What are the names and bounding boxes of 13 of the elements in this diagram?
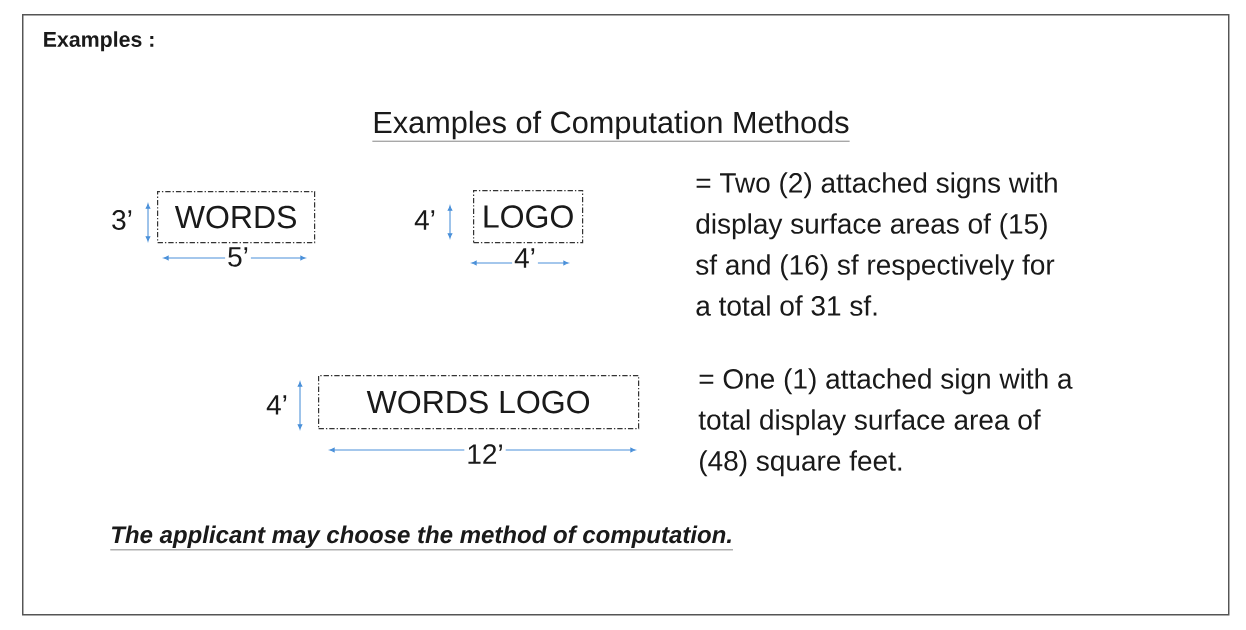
dimension-label: 3’ [109,208,135,232]
description-text: = One (1) attached sign with a total display surface area of (48) square feet. [698,368,1073,477]
note-text: The applicant may choose the method of computation. [110,525,734,551]
dimension-label: 12’ [464,442,506,466]
title: Examples of Computation Methods [372,110,850,142]
dimension-label: 4’ [264,393,290,417]
sign-box: LOGO [473,190,584,244]
description-text: = Two (2) attached signs with display surface areas of (15) sf and (16) sf respectively for a total of 31 sf. [696,172,1057,316]
sign-box: WORDS [157,191,316,244]
sign-box: WORDS LOGO [318,375,640,430]
dimension-label: 5’ [225,245,251,269]
dimension-label: 4’ [412,208,438,232]
dimension-label: 4’ [512,246,538,270]
